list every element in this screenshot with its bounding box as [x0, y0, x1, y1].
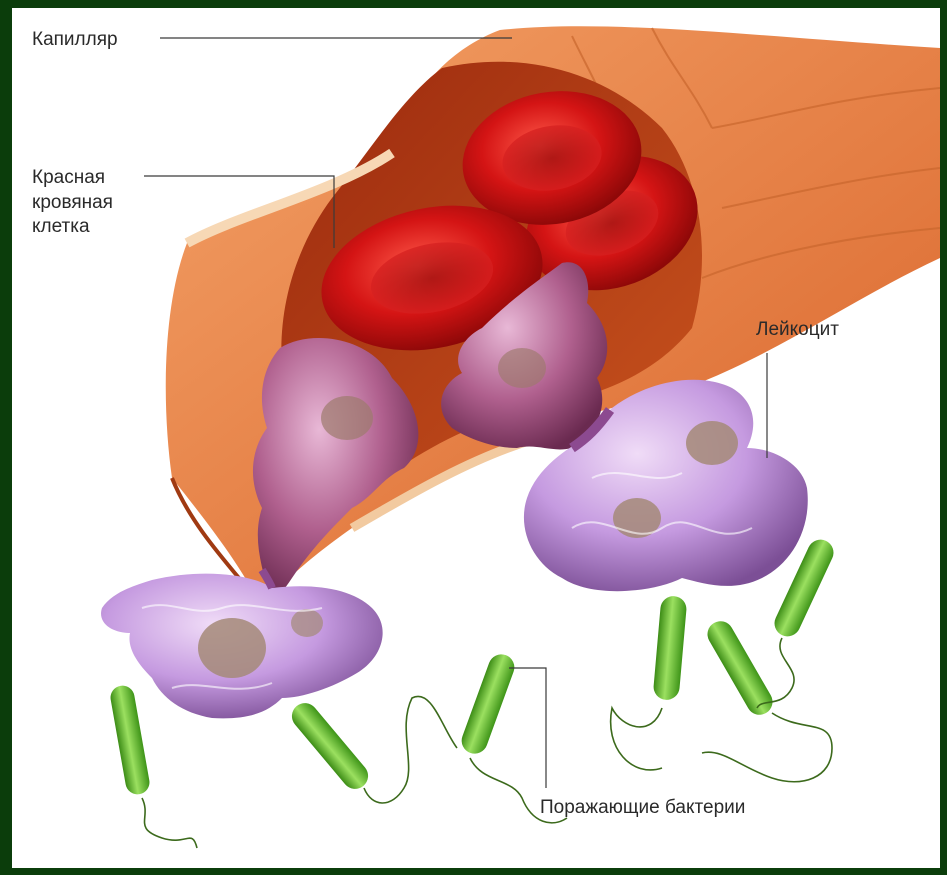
leukocyte-left: [101, 570, 383, 718]
bacterium: [611, 595, 688, 770]
label-capillary: Капилляр: [32, 28, 118, 53]
bacterium: [702, 616, 832, 781]
label-bacteria: Поражающие бактерии: [540, 796, 745, 821]
diagram-frame: Капилляр Красная кровяная клетка Лейкоци…: [12, 8, 940, 868]
label-leukocyte: Лейкоцит: [756, 318, 839, 343]
leader-line-bacteria: [509, 668, 546, 788]
capillary-illustration: [12, 8, 940, 868]
bacterium: [287, 696, 457, 803]
label-red-blood-cell: Красная кровяная клетка: [32, 166, 113, 240]
